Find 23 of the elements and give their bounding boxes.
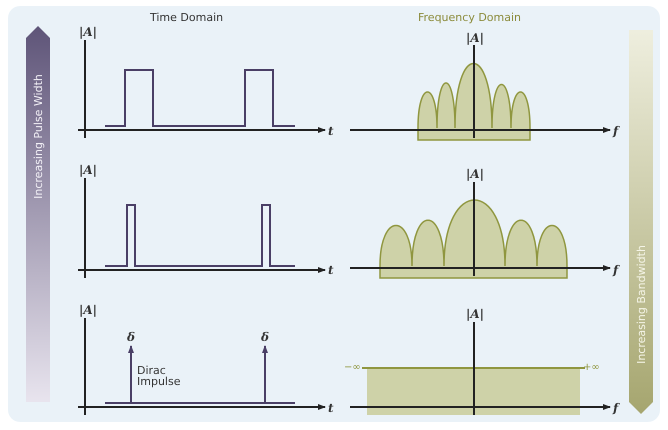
- band-label: Increasing Pulse Width: [32, 74, 44, 198]
- axis-label: f: [613, 402, 618, 414]
- band-label: Increasing Bandwidth: [635, 244, 646, 364]
- axis-label: |A|: [466, 168, 484, 180]
- axis-label: f: [613, 264, 618, 276]
- axis-label: |A|: [79, 26, 98, 38]
- down-arrow-band: [629, 30, 653, 414]
- axis-label: t: [328, 125, 334, 137]
- axis-label: |A|: [79, 164, 98, 176]
- annotation: Dirac Impulse: [137, 365, 182, 387]
- column-heading: Frequency Domain: [418, 12, 522, 23]
- axis-label: t: [328, 402, 334, 414]
- axis-label: t: [328, 264, 334, 276]
- limit-label: −∞: [344, 363, 361, 373]
- impulse-symbol: δ: [127, 331, 136, 343]
- impulse-symbol: δ: [261, 331, 270, 343]
- axis-label: |A|: [79, 304, 98, 316]
- limit-label: +∞: [583, 363, 600, 373]
- axis-label: |A|: [466, 32, 484, 44]
- axis-label: |A|: [466, 308, 484, 320]
- axis-label: f: [613, 125, 618, 137]
- column-heading: Time Domain: [150, 12, 224, 23]
- up-arrow-band: [26, 26, 50, 402]
